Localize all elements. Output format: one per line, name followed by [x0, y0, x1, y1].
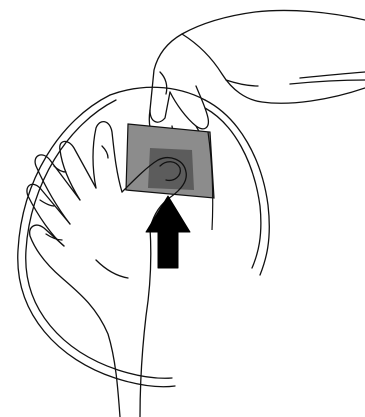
upper-arm-sleeve: [150, 10, 365, 122]
up-arrow-icon: [146, 196, 190, 268]
lower-hand-wrist-crease: [96, 260, 128, 278]
lower-hand-outline: [30, 225, 120, 417]
lower-hand-crease-4: [102, 146, 108, 158]
gray-pad-shadow: [148, 148, 194, 190]
hand-holding-pad: [149, 10, 365, 140]
lower-hand-finger-3: [60, 141, 96, 200]
upper-hand-back: [182, 34, 365, 103]
upper-hand-knuckle: [170, 86, 208, 129]
lid-right-edge-outer: [205, 100, 269, 275]
lower-hand-palm-right: [140, 228, 151, 417]
upper-hand-crease-3: [300, 72, 365, 78]
upper-hand-crease-4: [290, 80, 365, 84]
lid-top-rim: [110, 87, 205, 100]
upper-hand-crease-1: [160, 72, 167, 94]
up-arrow-shape: [146, 196, 190, 268]
